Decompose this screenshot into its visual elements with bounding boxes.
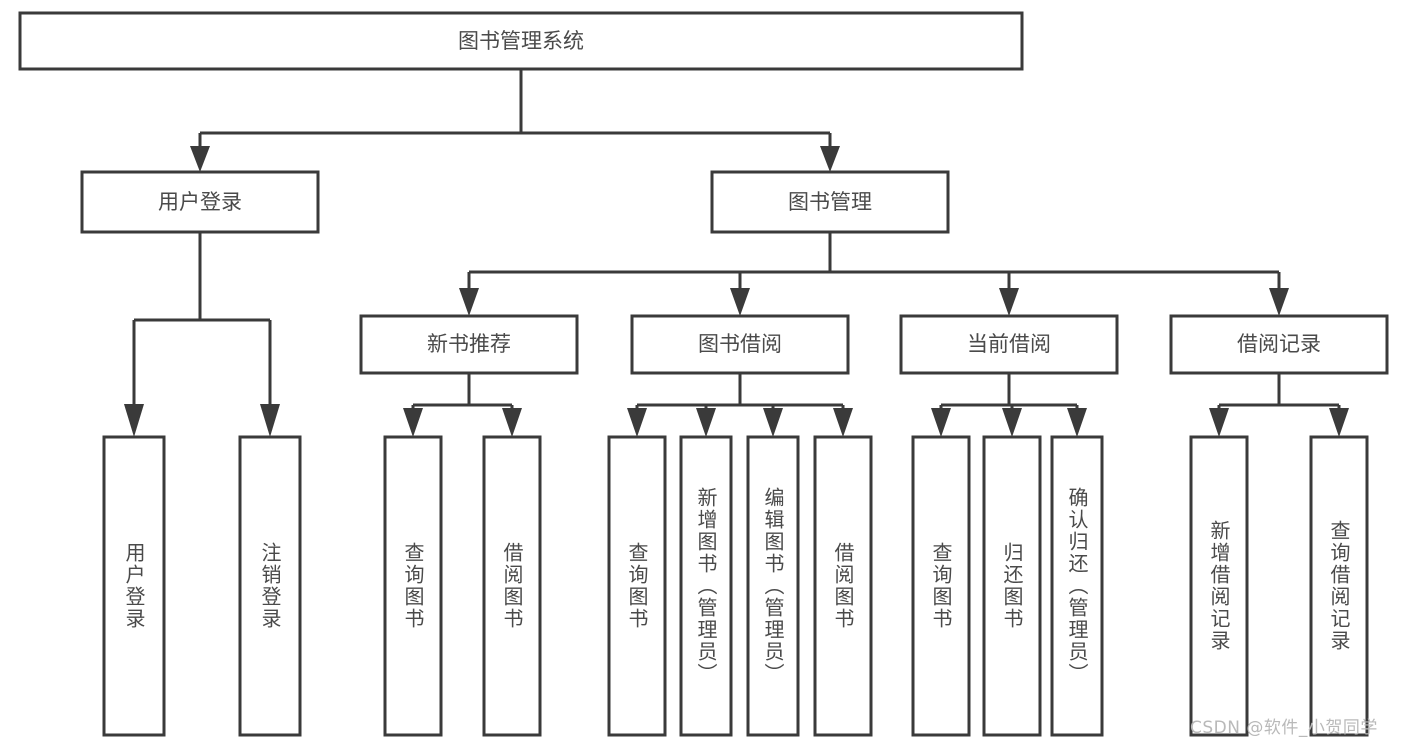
leaf-box-return-book[interactable] — [982, 435, 1042, 737]
node-box-book-borrow[interactable] — [630, 314, 850, 375]
arrow-head-leaf-return-book — [1002, 408, 1022, 437]
node-box-current-borrow[interactable] — [899, 314, 1119, 375]
connector-root-trunk — [198, 69, 832, 152]
arrow-head-new-book-rec — [459, 288, 479, 316]
arrow-head-current-borrow — [999, 288, 1019, 316]
arrow-head-leaf-user-logout — [260, 404, 280, 437]
arrow-head-leaf-add-record — [1209, 408, 1229, 437]
leaf-box-edit-book-admin[interactable] — [746, 435, 800, 737]
leaf-box-user-logout[interactable] — [238, 435, 302, 737]
leaf-box-confirm-return[interactable] — [1050, 435, 1104, 737]
arrow-head-leaf-confirm-return — [1067, 408, 1087, 437]
arrow-head-leaf-borrow-book-2 — [833, 408, 853, 437]
arrow-head-leaf-user-login — [124, 404, 144, 437]
node-box-user-login[interactable] — [80, 170, 320, 234]
leaf-box-add-record[interactable] — [1189, 435, 1249, 737]
connector-borrow-record-trunk — [1217, 373, 1341, 414]
arrow-head-leaf-add-book-admin — [696, 408, 716, 437]
arrow-head-leaf-query-record — [1329, 408, 1349, 437]
connector-current-borrow-trunk — [939, 373, 1079, 414]
node-box-borrow-record[interactable] — [1169, 314, 1389, 375]
node-box-book-manage[interactable] — [710, 170, 950, 234]
arrow-head-book-manage — [820, 146, 840, 172]
connector-new-book-rec-trunk — [411, 373, 514, 414]
leaf-box-borrow-book-1[interactable] — [482, 435, 542, 737]
watermark-text: CSDN @软件_小贺同学 — [1190, 718, 1378, 738]
leaf-box-user-login[interactable] — [102, 435, 166, 737]
arrow-head-book-borrow — [730, 288, 750, 316]
connector-user-login-trunk — [132, 232, 272, 410]
arrow-head-leaf-edit-book-admin — [763, 408, 783, 437]
connector-book-borrow-trunk — [635, 373, 845, 414]
node-box-root[interactable] — [18, 11, 1024, 71]
arrow-head-leaf-query-book-3 — [931, 408, 951, 437]
leaf-box-query-book-2[interactable] — [607, 435, 667, 737]
leaf-box-query-book-1[interactable] — [383, 435, 443, 737]
leaf-box-query-book-3[interactable] — [911, 435, 971, 737]
arrow-head-leaf-query-book-1 — [403, 408, 423, 437]
leaf-box-query-record[interactable] — [1309, 435, 1369, 737]
arrow-head-leaf-query-book-2 — [627, 408, 647, 437]
arrow-head-user-login — [190, 146, 210, 172]
leaf-box-add-book-admin[interactable] — [679, 435, 733, 737]
arrow-head-borrow-record — [1269, 288, 1289, 316]
leaf-box-borrow-book-2[interactable] — [813, 435, 873, 737]
node-box-new-book-rec[interactable] — [359, 314, 579, 375]
connector-book-manage-trunk — [467, 232, 1281, 294]
arrow-head-leaf-borrow-book-1 — [502, 408, 522, 437]
